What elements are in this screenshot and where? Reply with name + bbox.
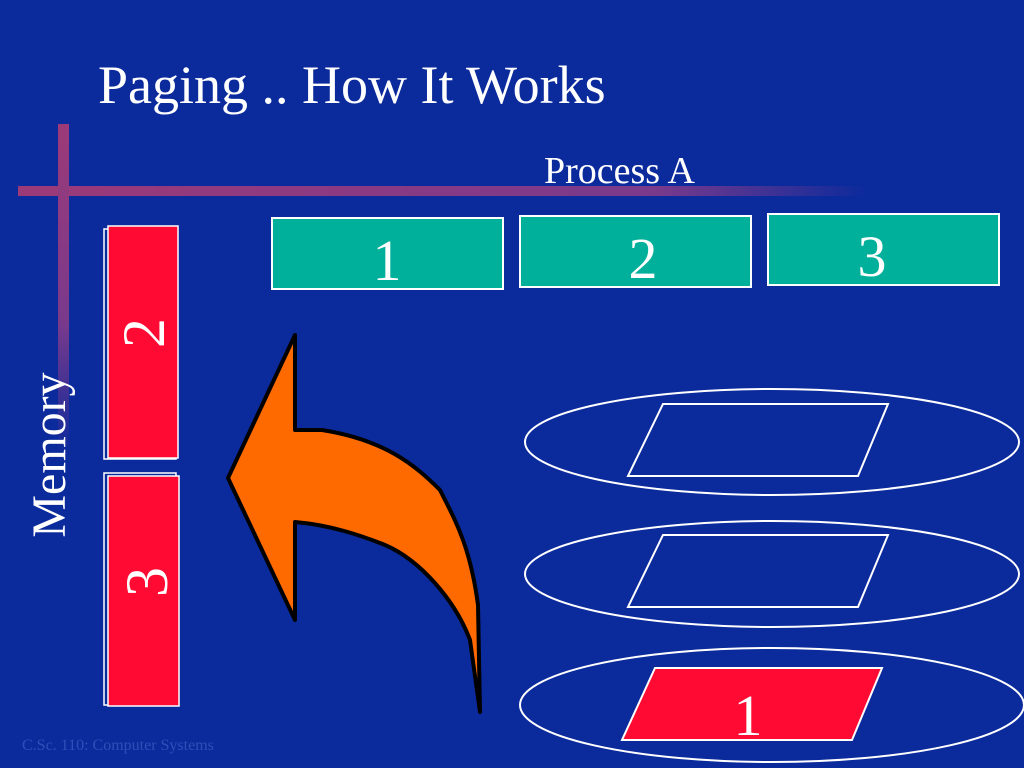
swap-slot-3: 1 bbox=[519, 647, 1024, 763]
memory-frame-1-label: 2 bbox=[111, 318, 177, 348]
process-page-3-label: 3 bbox=[858, 224, 887, 289]
slide-title: Paging .. How It Works bbox=[98, 55, 606, 115]
swap-slot-1 bbox=[524, 388, 1020, 496]
process-page-2: 2 bbox=[519, 215, 752, 291]
memory-frame-2: 3 bbox=[103, 472, 180, 707]
swap-slot-3-label: 1 bbox=[734, 683, 763, 748]
slide-footer: C.Sc. 110: Computer Systems bbox=[22, 737, 214, 754]
process-page-3: 3 bbox=[767, 213, 1000, 289]
process-label: Process A bbox=[544, 150, 695, 192]
curved-up-left-arrow-icon bbox=[226, 333, 482, 714]
process-page-1-label: 1 bbox=[373, 228, 402, 293]
memory-label: Memory bbox=[23, 372, 76, 538]
memory-frame-2-label: 3 bbox=[114, 567, 180, 597]
process-page-2-label: 2 bbox=[629, 226, 658, 291]
accent-line-vertical bbox=[58, 124, 69, 454]
memory-frame-1: 2 bbox=[103, 225, 179, 460]
accent-line-horizontal bbox=[18, 186, 868, 196]
swap-slot-2 bbox=[524, 520, 1020, 628]
process-page-1: 1 bbox=[271, 217, 504, 293]
